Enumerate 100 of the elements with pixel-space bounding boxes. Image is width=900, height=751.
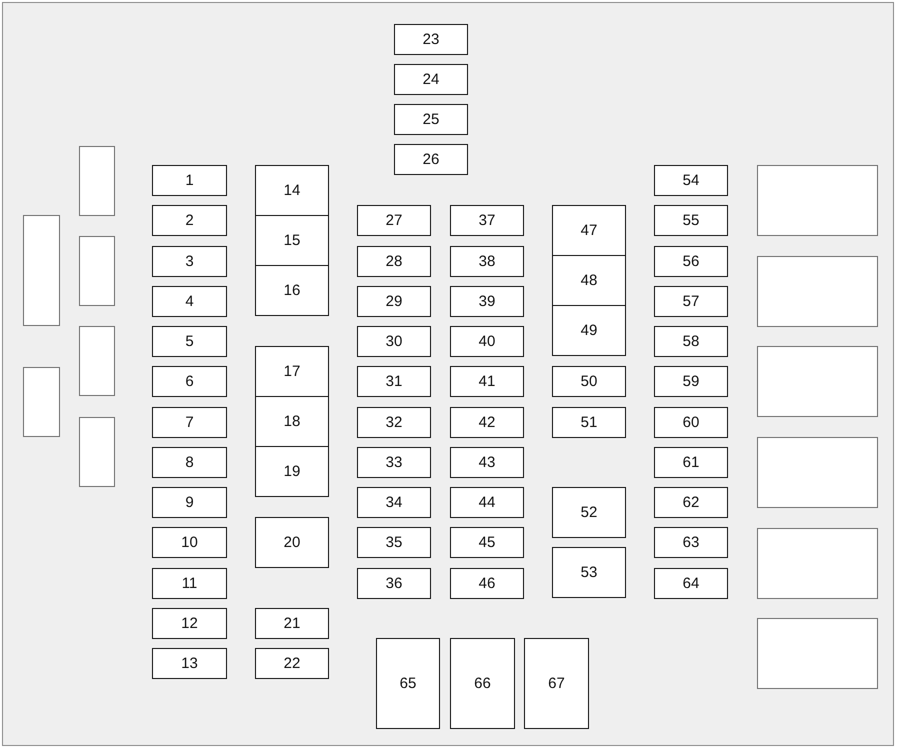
fuse-number: 23	[422, 32, 440, 47]
fuse-number: 14	[284, 183, 300, 198]
fuse-number: 46	[478, 576, 496, 591]
fuse-number: 31	[386, 374, 402, 389]
fuse-slot	[255, 446, 329, 497]
fuse-slot	[152, 527, 227, 558]
fuse-number: 24	[422, 72, 440, 87]
fuse-slot	[394, 104, 468, 135]
fuse-slot	[357, 326, 431, 357]
fuse-slot	[552, 366, 626, 397]
fuse-number: 56	[682, 254, 700, 269]
empty-slot	[79, 417, 115, 487]
fuse-slot	[654, 407, 728, 438]
fuse-number: 10	[181, 535, 198, 550]
fuse-slot	[552, 255, 626, 306]
fuse-number: 32	[386, 415, 402, 430]
fuse-slot	[524, 638, 589, 729]
fuse-slot	[450, 246, 524, 277]
fuse-slot	[357, 527, 431, 558]
fuse-number: 52	[580, 505, 598, 520]
fuse-slot	[450, 286, 524, 317]
fuse-number: 53	[580, 565, 598, 580]
fuse-number: 65	[400, 676, 416, 691]
empty-slot	[79, 146, 115, 216]
fuse-slot	[450, 568, 524, 599]
fuse-slot	[357, 447, 431, 478]
fuse-number: 63	[682, 535, 700, 550]
fuse-slot	[552, 205, 626, 256]
fuse-number: 49	[580, 323, 598, 338]
fuse-number: 34	[386, 495, 402, 510]
fuse-number: 66	[474, 676, 491, 691]
fuse-number: 67	[548, 676, 565, 691]
fuse-number: 27	[386, 213, 402, 228]
empty-slot	[23, 215, 60, 326]
fuse-number: 59	[682, 374, 700, 389]
fuse-number: 4	[185, 294, 194, 309]
fuse-number: 39	[478, 294, 496, 309]
fuse-slot	[357, 286, 431, 317]
fuse-number: 55	[682, 213, 700, 228]
fuse-slot	[654, 286, 728, 317]
fuse-number: 51	[580, 415, 598, 430]
fuse-number: 58	[682, 334, 700, 349]
fuse-number: 61	[682, 455, 700, 470]
empty-slot	[79, 326, 115, 396]
fuse-slot	[394, 24, 468, 55]
fuse-number: 62	[682, 495, 700, 510]
fuse-slot	[450, 487, 524, 518]
fuse-number: 57	[682, 294, 700, 309]
fuse-number: 2	[185, 213, 194, 228]
fuse-slot	[552, 547, 626, 598]
fuse-slot	[255, 346, 329, 397]
fuse-slot	[450, 638, 515, 729]
fuse-slot	[152, 568, 227, 599]
fuse-number: 41	[478, 374, 496, 389]
empty-slot	[757, 437, 878, 508]
fuse-slot	[552, 407, 626, 438]
fuse-slot	[450, 407, 524, 438]
fuse-slot	[654, 326, 728, 357]
fuse-slot	[152, 447, 227, 478]
fuse-slot	[357, 246, 431, 277]
fuse-number: 20	[284, 535, 300, 550]
fuse-number: 37	[478, 213, 496, 228]
fuse-slot	[654, 246, 728, 277]
fuse-slot	[152, 648, 227, 679]
empty-slot	[757, 618, 878, 689]
fuse-number: 54	[682, 173, 700, 188]
fuse-slot	[376, 638, 440, 729]
fuse-number: 11	[182, 576, 198, 591]
fuse-slot	[152, 366, 227, 397]
fuse-number: 13	[181, 656, 198, 671]
fuse-number: 30	[386, 334, 402, 349]
fuse-number: 28	[386, 254, 402, 269]
fuse-slot	[654, 165, 728, 196]
fuse-slot	[450, 447, 524, 478]
fuse-number: 42	[478, 415, 496, 430]
fuse-number: 26	[422, 152, 440, 167]
fuse-number: 8	[185, 455, 194, 470]
fuse-slot	[255, 608, 329, 639]
fuse-number: 5	[185, 334, 194, 349]
fuse-slot	[152, 246, 227, 277]
fuse-number: 33	[386, 455, 402, 470]
fuse-number: 25	[422, 112, 440, 127]
fuse-slot	[394, 64, 468, 95]
fuse-slot	[654, 527, 728, 558]
fuse-slot	[654, 568, 728, 599]
fuse-slot	[152, 407, 227, 438]
fuse-number: 6	[185, 374, 194, 389]
fuse-number: 50	[580, 374, 598, 389]
fuse-slot	[450, 527, 524, 558]
fuse-number: 64	[682, 576, 700, 591]
fuse-number: 16	[284, 283, 300, 298]
fuse-number: 48	[580, 273, 598, 288]
fuse-number: 43	[478, 455, 496, 470]
fuse-number: 45	[478, 535, 496, 550]
fuse-slot	[152, 286, 227, 317]
fuse-slot	[152, 326, 227, 357]
fuse-number: 1	[185, 173, 194, 188]
fuse-slot	[255, 396, 329, 447]
empty-slot	[23, 367, 60, 437]
fuse-slot	[152, 608, 227, 639]
